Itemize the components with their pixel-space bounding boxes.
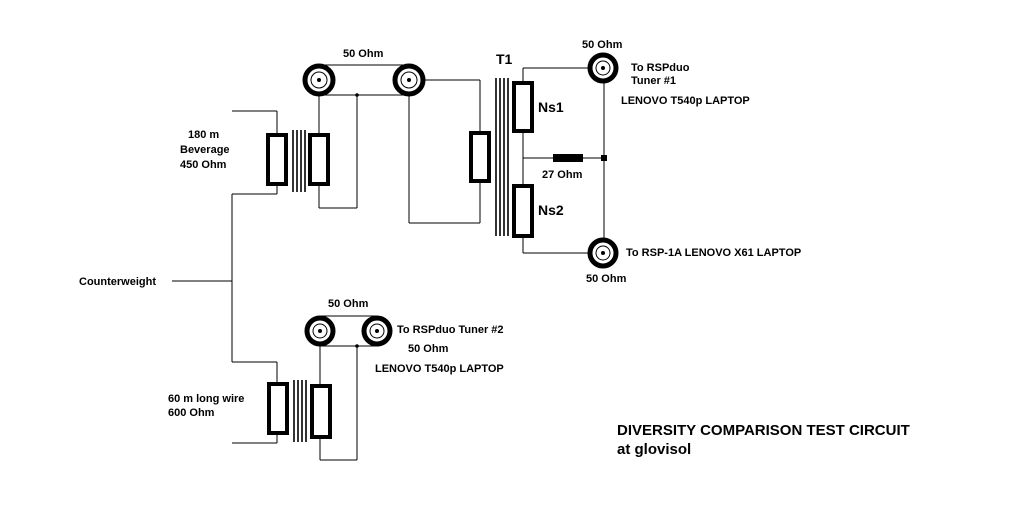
wiring bbox=[172, 64, 605, 461]
rspduo2-label: To RSPduo Tuner #2 bbox=[397, 324, 504, 336]
ns2-coil bbox=[512, 184, 534, 238]
junction-dot bbox=[355, 93, 359, 97]
coax-connector-bottom-left bbox=[304, 315, 336, 347]
rsp1a-impedance-label: 50 Ohm bbox=[586, 273, 627, 285]
t1-label: T1 bbox=[496, 51, 513, 67]
beverage-transformer-core bbox=[292, 130, 306, 192]
rspduo1-tuner-label: Tuner #1 bbox=[631, 75, 676, 87]
junction-node bbox=[601, 155, 607, 161]
t1-transformer bbox=[469, 78, 534, 238]
counterweight-label: Counterweight bbox=[79, 276, 156, 288]
junction-dot bbox=[355, 344, 359, 348]
longwire-transformer-core bbox=[293, 380, 307, 442]
longwire-primary-coil bbox=[267, 382, 289, 435]
rsp1a-label: To RSP-1A LENOVO X61 LAPTOP bbox=[626, 247, 801, 259]
rspduo1-impedance-label: 50 Ohm bbox=[582, 39, 623, 51]
coax-connector-top-left bbox=[302, 63, 336, 97]
rspduo1-laptop-label: LENOVO T540p LAPTOP bbox=[621, 95, 750, 107]
resistor-27-ohm bbox=[553, 154, 583, 162]
coax-connector-rsp1a bbox=[587, 237, 619, 269]
beverage-primary-coil bbox=[266, 133, 288, 186]
coax-connector-bottom-right bbox=[361, 315, 393, 347]
beverage-matching-transformer bbox=[266, 130, 330, 192]
beverage-impedance-label: 450 Ohm bbox=[180, 159, 227, 171]
bottom-coax-impedance-label: 50 Ohm bbox=[328, 298, 369, 310]
beverage-length-label: 180 m bbox=[188, 129, 219, 141]
t1-primary-coil bbox=[469, 131, 491, 183]
rspduo1-label: To RSPduo bbox=[631, 62, 690, 74]
ns2-label: Ns2 bbox=[538, 202, 564, 218]
coax-connector-rspduo-tuner1 bbox=[587, 52, 619, 84]
beverage-name-label: Beverage bbox=[180, 144, 230, 156]
beverage-secondary-coil bbox=[308, 133, 330, 186]
resistor-value-label: 27 Ohm bbox=[542, 169, 583, 181]
longwire-matching-transformer bbox=[267, 380, 332, 442]
top-coax-impedance-label: 50 Ohm bbox=[343, 48, 384, 60]
diagram-subtitle: at glovisol bbox=[617, 441, 691, 458]
t1-core bbox=[495, 78, 509, 236]
coax-connector-top-right bbox=[392, 63, 426, 97]
ns1-coil bbox=[512, 81, 534, 133]
longwire-impedance-label: 600 Ohm bbox=[168, 407, 215, 419]
rspduo2-impedance-label: 50 Ohm bbox=[408, 343, 449, 355]
longwire-name-label: 60 m long wire bbox=[168, 393, 244, 405]
rspduo2-laptop-label: LENOVO T540p LAPTOP bbox=[375, 363, 504, 375]
longwire-secondary-coil bbox=[310, 384, 332, 439]
ns1-label: Ns1 bbox=[538, 99, 564, 115]
diagram-title: DIVERSITY COMPARISON TEST CIRCUIT bbox=[617, 422, 910, 439]
